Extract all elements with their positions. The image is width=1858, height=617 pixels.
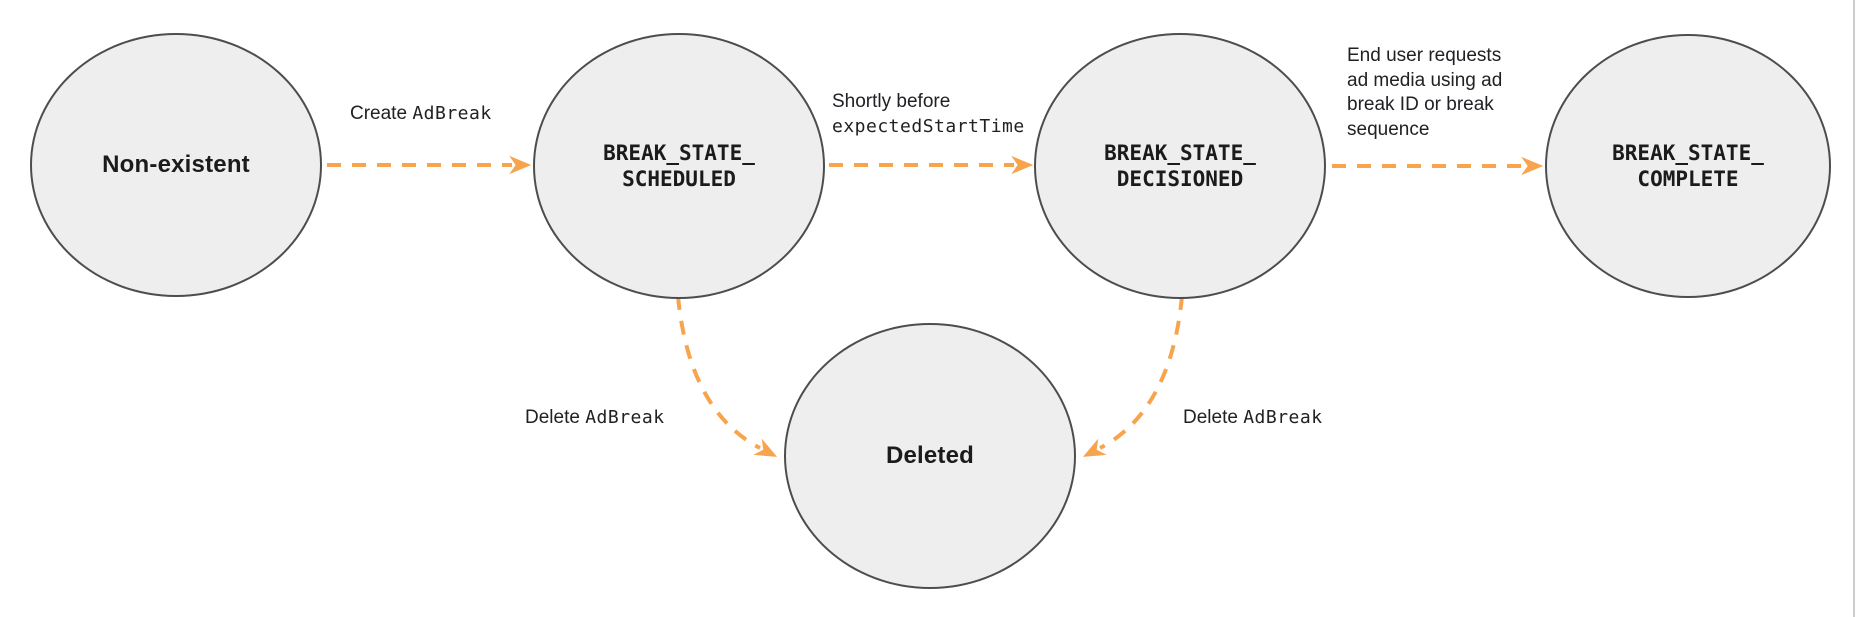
edge-label-code-text: AdBreak [585,407,665,428]
state-label-deleted: Deleted [885,442,975,469]
edge-label-text: sequence [1347,118,1430,140]
edge-label-code-text: AdBreak [412,103,492,124]
state-label-break-state-decisioned-line1: BREAK_STATE_ [1104,141,1256,165]
edge-label-code-text: expectedStartTime [832,116,1025,137]
edge-label-text: ad media using ad [1347,69,1503,91]
state-label-break-state-scheduled-line1: BREAK_STATE_ [603,141,755,165]
state-label-break-state-complete-line1: BREAK_STATE_ [1612,141,1764,165]
page-edge-border [1853,0,1855,617]
state-label-break-state-scheduled-line2: SCHEDULED [622,167,736,191]
state-label-non-existent: Non-existent [102,151,250,178]
arrow-delete-adbreak-from-decisioned [1082,295,1184,457]
state-node-deleted: Deleted [784,323,1076,589]
state-node-break-state-scheduled: BREAK_STATE_ SCHEDULED [533,33,825,299]
edge-label-text: Shortly before [832,91,951,112]
edge-label-create-adbreak: Create AdBreak [350,101,492,126]
edge-label-code-text: AdBreak [1243,407,1323,428]
state-node-break-state-complete: BREAK_STATE_ COMPLETE [1545,34,1831,298]
edge-label-text: break ID or break [1347,94,1494,115]
state-label-break-state-complete-line2: COMPLETE [1637,167,1739,191]
state-node-non-existent: Non-existent [30,33,322,297]
edge-label-delete-adbreak-left: Delete AdBreak [525,405,665,430]
edge-label-text: Create [350,103,413,124]
edge-label-end-user-requests-ad-media: End user requests ad media using ad brea… [1347,44,1502,142]
edge-label-text: Delete [1183,407,1244,428]
edge-label-shortly-before-expectedstarttime: Shortly before expectedStartTime [832,89,1025,139]
edge-label-text: Delete [525,407,586,428]
edge-label-delete-adbreak-right: Delete AdBreak [1183,405,1323,430]
state-node-break-state-decisioned: BREAK_STATE_ DECISIONED [1034,33,1326,299]
state-label-break-state-decisioned-line2: DECISIONED [1116,167,1244,191]
edge-label-text: End user requests [1347,45,1502,66]
arrow-delete-adbreak-from-scheduled [676,295,778,457]
